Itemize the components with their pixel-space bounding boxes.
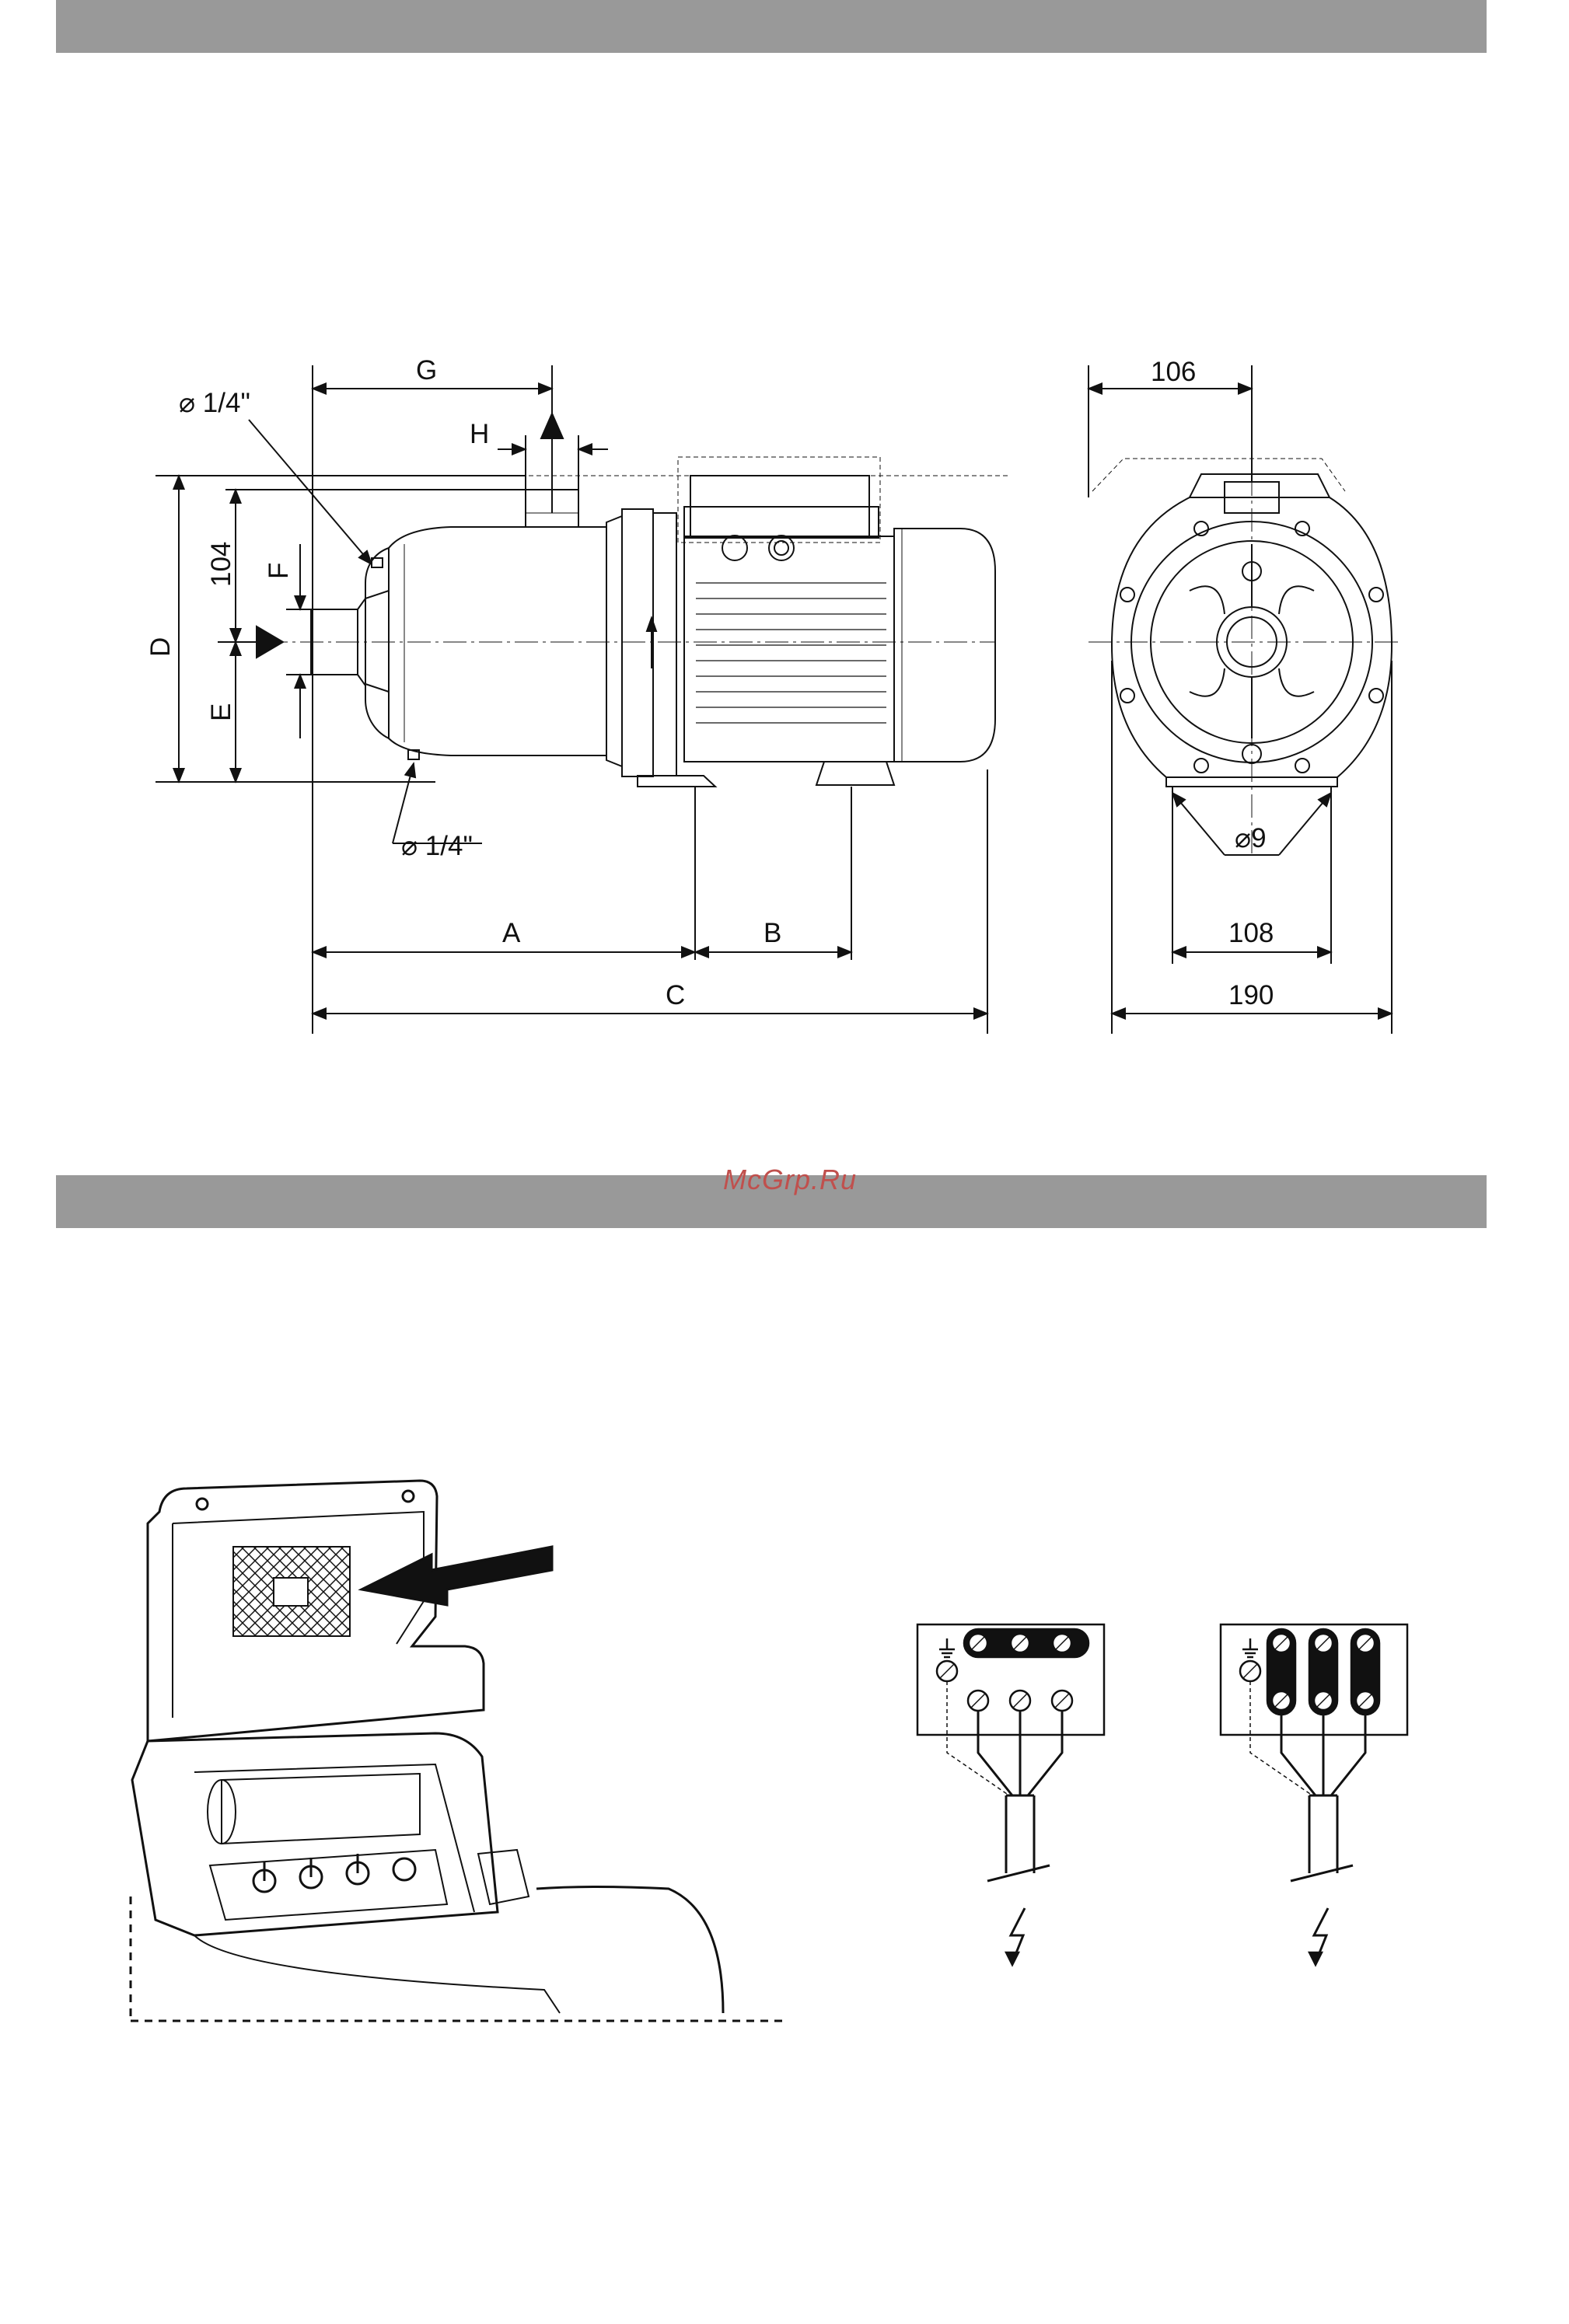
label-H: H <box>470 419 489 449</box>
label-F: F <box>264 563 294 579</box>
label-G: G <box>416 355 437 386</box>
label-thread-top: ⌀ 1/4" <box>179 388 250 418</box>
label-B: B <box>764 918 781 948</box>
label-C: C <box>666 980 685 1010</box>
terminal-box-illustration <box>131 1481 785 2021</box>
label-106: 106 <box>1151 357 1196 387</box>
label-D: D <box>145 637 176 657</box>
label-A: A <box>502 918 521 948</box>
label-190: 190 <box>1228 980 1274 1010</box>
label-thread-bottom: ⌀ 1/4" <box>401 831 473 861</box>
label-104: 104 <box>206 542 236 587</box>
pump-side-view <box>156 457 1011 787</box>
watermark-text: McGrp.Ru <box>723 1164 857 1195</box>
side-view-dimensions <box>156 365 987 1034</box>
pump-front-view <box>1089 365 1400 855</box>
wiring-diagram-low-voltage <box>917 1624 1104 1965</box>
label-E: E <box>206 703 236 721</box>
label-hole-9: ⌀9 <box>1235 823 1267 853</box>
label-108: 108 <box>1228 918 1274 948</box>
wiring-diagram-high-voltage <box>1221 1624 1407 1965</box>
